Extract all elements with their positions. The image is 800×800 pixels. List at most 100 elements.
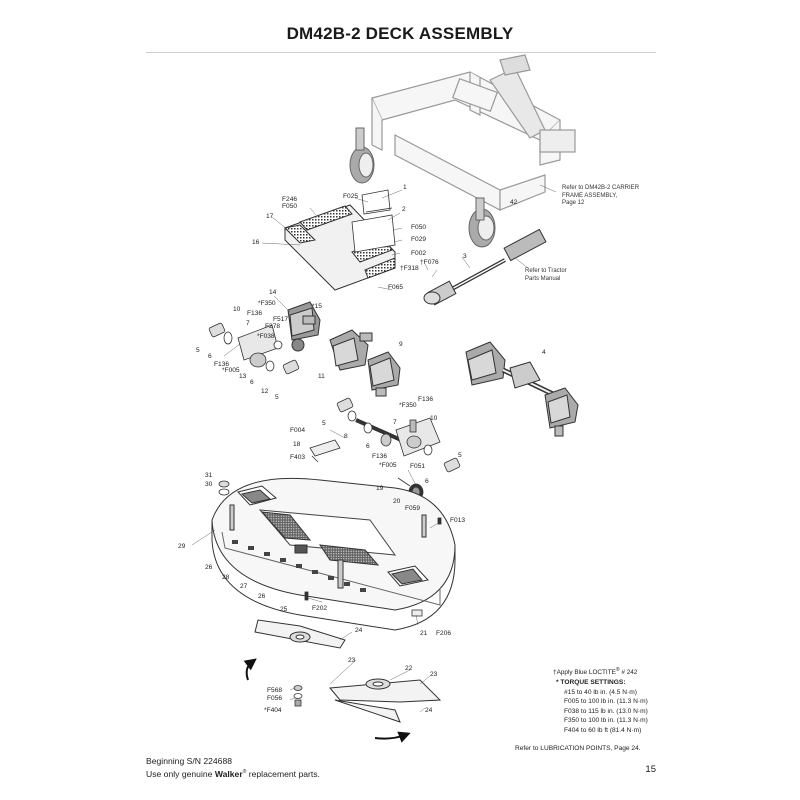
- callout-F136: F136: [418, 396, 433, 403]
- callout-21: 21: [420, 630, 428, 637]
- callout-F004: F004: [290, 427, 305, 434]
- deck-hardware: [218, 480, 442, 617]
- carrier-frame: 42: [371, 54, 576, 211]
- callout-16: 16: [252, 239, 260, 246]
- callout-F050: F050: [282, 203, 297, 210]
- genuine-parts-line: Use only genuine Walker® replacement par…: [146, 768, 320, 779]
- callout-F005: *F005: [222, 367, 240, 374]
- callout-F029: F029: [411, 236, 426, 243]
- callout-F136: F136: [372, 453, 387, 460]
- callout-F246: F246: [282, 196, 297, 203]
- page-number: 15: [645, 764, 656, 775]
- loctite-note: †Apply Blue LOCTITE® # 242: [553, 667, 638, 677]
- callout-23: 23: [430, 671, 438, 678]
- lower-shaft-parts: [336, 397, 461, 473]
- callout-F318: †F318: [400, 265, 419, 272]
- callout-F013: F013: [450, 517, 465, 524]
- callout-F025: F025: [343, 193, 358, 200]
- callout-18: 18: [293, 441, 301, 448]
- torque-row: F350 to 100 lb in. (11.3 N·m): [564, 717, 648, 724]
- callout-25: 25: [280, 606, 288, 613]
- callout-F038: *F038: [257, 333, 275, 340]
- callout-17: 17: [266, 213, 274, 220]
- torque-settings: * TORQUE SETTINGS: #15 to 40 lb in. (4.5…: [556, 678, 736, 735]
- center-gearbox-9: [367, 351, 401, 397]
- callout-5: 5: [196, 347, 200, 354]
- callout-5: 5: [275, 394, 279, 401]
- callout-24: 24: [425, 707, 433, 714]
- callout-F056: F056: [267, 695, 282, 702]
- callout-9: 9: [399, 341, 403, 348]
- callout-20: 20: [393, 498, 401, 505]
- title-divider: [146, 52, 656, 53]
- left-shaft-parts: [208, 322, 300, 375]
- callout-6: 6: [208, 353, 212, 360]
- callout-F002: F002: [411, 250, 426, 257]
- callout-31: 31: [205, 472, 213, 479]
- callout-15: *15: [312, 303, 322, 310]
- guard-plates: [351, 189, 396, 253]
- rotation-arrows: [243, 658, 411, 743]
- callout-6: 6: [425, 478, 429, 485]
- callout-F005: *F005: [379, 462, 397, 469]
- lubrication-note: Refer to LUBRICATION POINTS, Page 24.: [515, 745, 641, 752]
- callout-26: 26: [205, 564, 213, 571]
- callout-28: 28: [222, 574, 230, 581]
- callout-23: 23: [348, 657, 356, 664]
- callout-F350: *F350: [258, 300, 276, 307]
- carrier-reference-note: Refer to DM42B-2 CARRIER FRAME ASSEMBLY,…: [562, 185, 640, 206]
- callout-F403: F403: [290, 454, 305, 461]
- blade-hardware: [293, 685, 303, 707]
- leader-lines: [191, 184, 557, 713]
- callout-13: 13: [239, 373, 247, 380]
- callout-14: 14: [269, 289, 277, 296]
- callout-11: 11: [318, 373, 325, 380]
- callout-F051: F051: [410, 463, 425, 470]
- callout-12: 12: [261, 388, 269, 395]
- callout-6: 6: [250, 379, 254, 386]
- callout-4: 4: [542, 349, 546, 356]
- callout-F206: F206: [436, 630, 451, 637]
- brand-name: Walker: [214, 768, 243, 779]
- callout-2: 2: [402, 206, 406, 213]
- callout-7: 7: [246, 320, 250, 327]
- callout-F050: F050: [411, 224, 426, 231]
- page-footer: Beginning S/N 224688 Use only genuine Wa…: [146, 756, 320, 780]
- callout-1: 1: [403, 184, 407, 191]
- left-gearbox: [287, 301, 321, 352]
- page-title: DM42B-2 DECK ASSEMBLY: [286, 24, 514, 43]
- callout-F404: *F404: [264, 707, 282, 714]
- callout-F568: F568: [267, 687, 282, 694]
- callout-F059: F059: [405, 505, 420, 512]
- callout-F517: F517: [273, 316, 288, 323]
- callout-29: 29: [178, 543, 186, 550]
- callout-5: 5: [322, 420, 326, 427]
- callout-F202: F202: [312, 605, 327, 612]
- torque-row: #15 to 40 lb in. (4.5 N·m): [564, 688, 637, 696]
- callout-30: 30: [205, 481, 213, 488]
- carrier-wheels: [349, 127, 496, 248]
- callout-10: 10: [233, 306, 241, 313]
- bracket-18: [309, 439, 341, 463]
- callout-6: 6: [366, 443, 370, 450]
- torque-row: F404 to 60 lb ft (81.4 N·m): [564, 726, 642, 734]
- callout-27: 27: [240, 583, 248, 590]
- callout-F350: *F350: [399, 402, 417, 409]
- callout-22: 22: [405, 665, 413, 672]
- callout-8: 8: [344, 433, 348, 440]
- frame-number-label: 42: [510, 199, 518, 206]
- callouts: 1 2 F025 F246 F050 17 16 F050 F029 F002 …: [178, 184, 546, 714]
- right-gearbox-assembly: [465, 341, 579, 437]
- tractor-reference-note: Refer to Tractor Parts Manual: [525, 268, 567, 282]
- callout-10: 10: [430, 415, 438, 422]
- blade-left: [254, 619, 346, 649]
- callout-7: 7: [393, 419, 397, 426]
- driveshaft: [423, 228, 547, 306]
- callout-19: 19: [376, 485, 384, 492]
- callout-5: 5: [458, 452, 462, 459]
- callout-F136: F136: [247, 310, 262, 317]
- callout-F278: F278: [265, 323, 280, 330]
- torque-header: * TORQUE SETTINGS:: [556, 679, 626, 686]
- callout-26: 26: [258, 593, 266, 600]
